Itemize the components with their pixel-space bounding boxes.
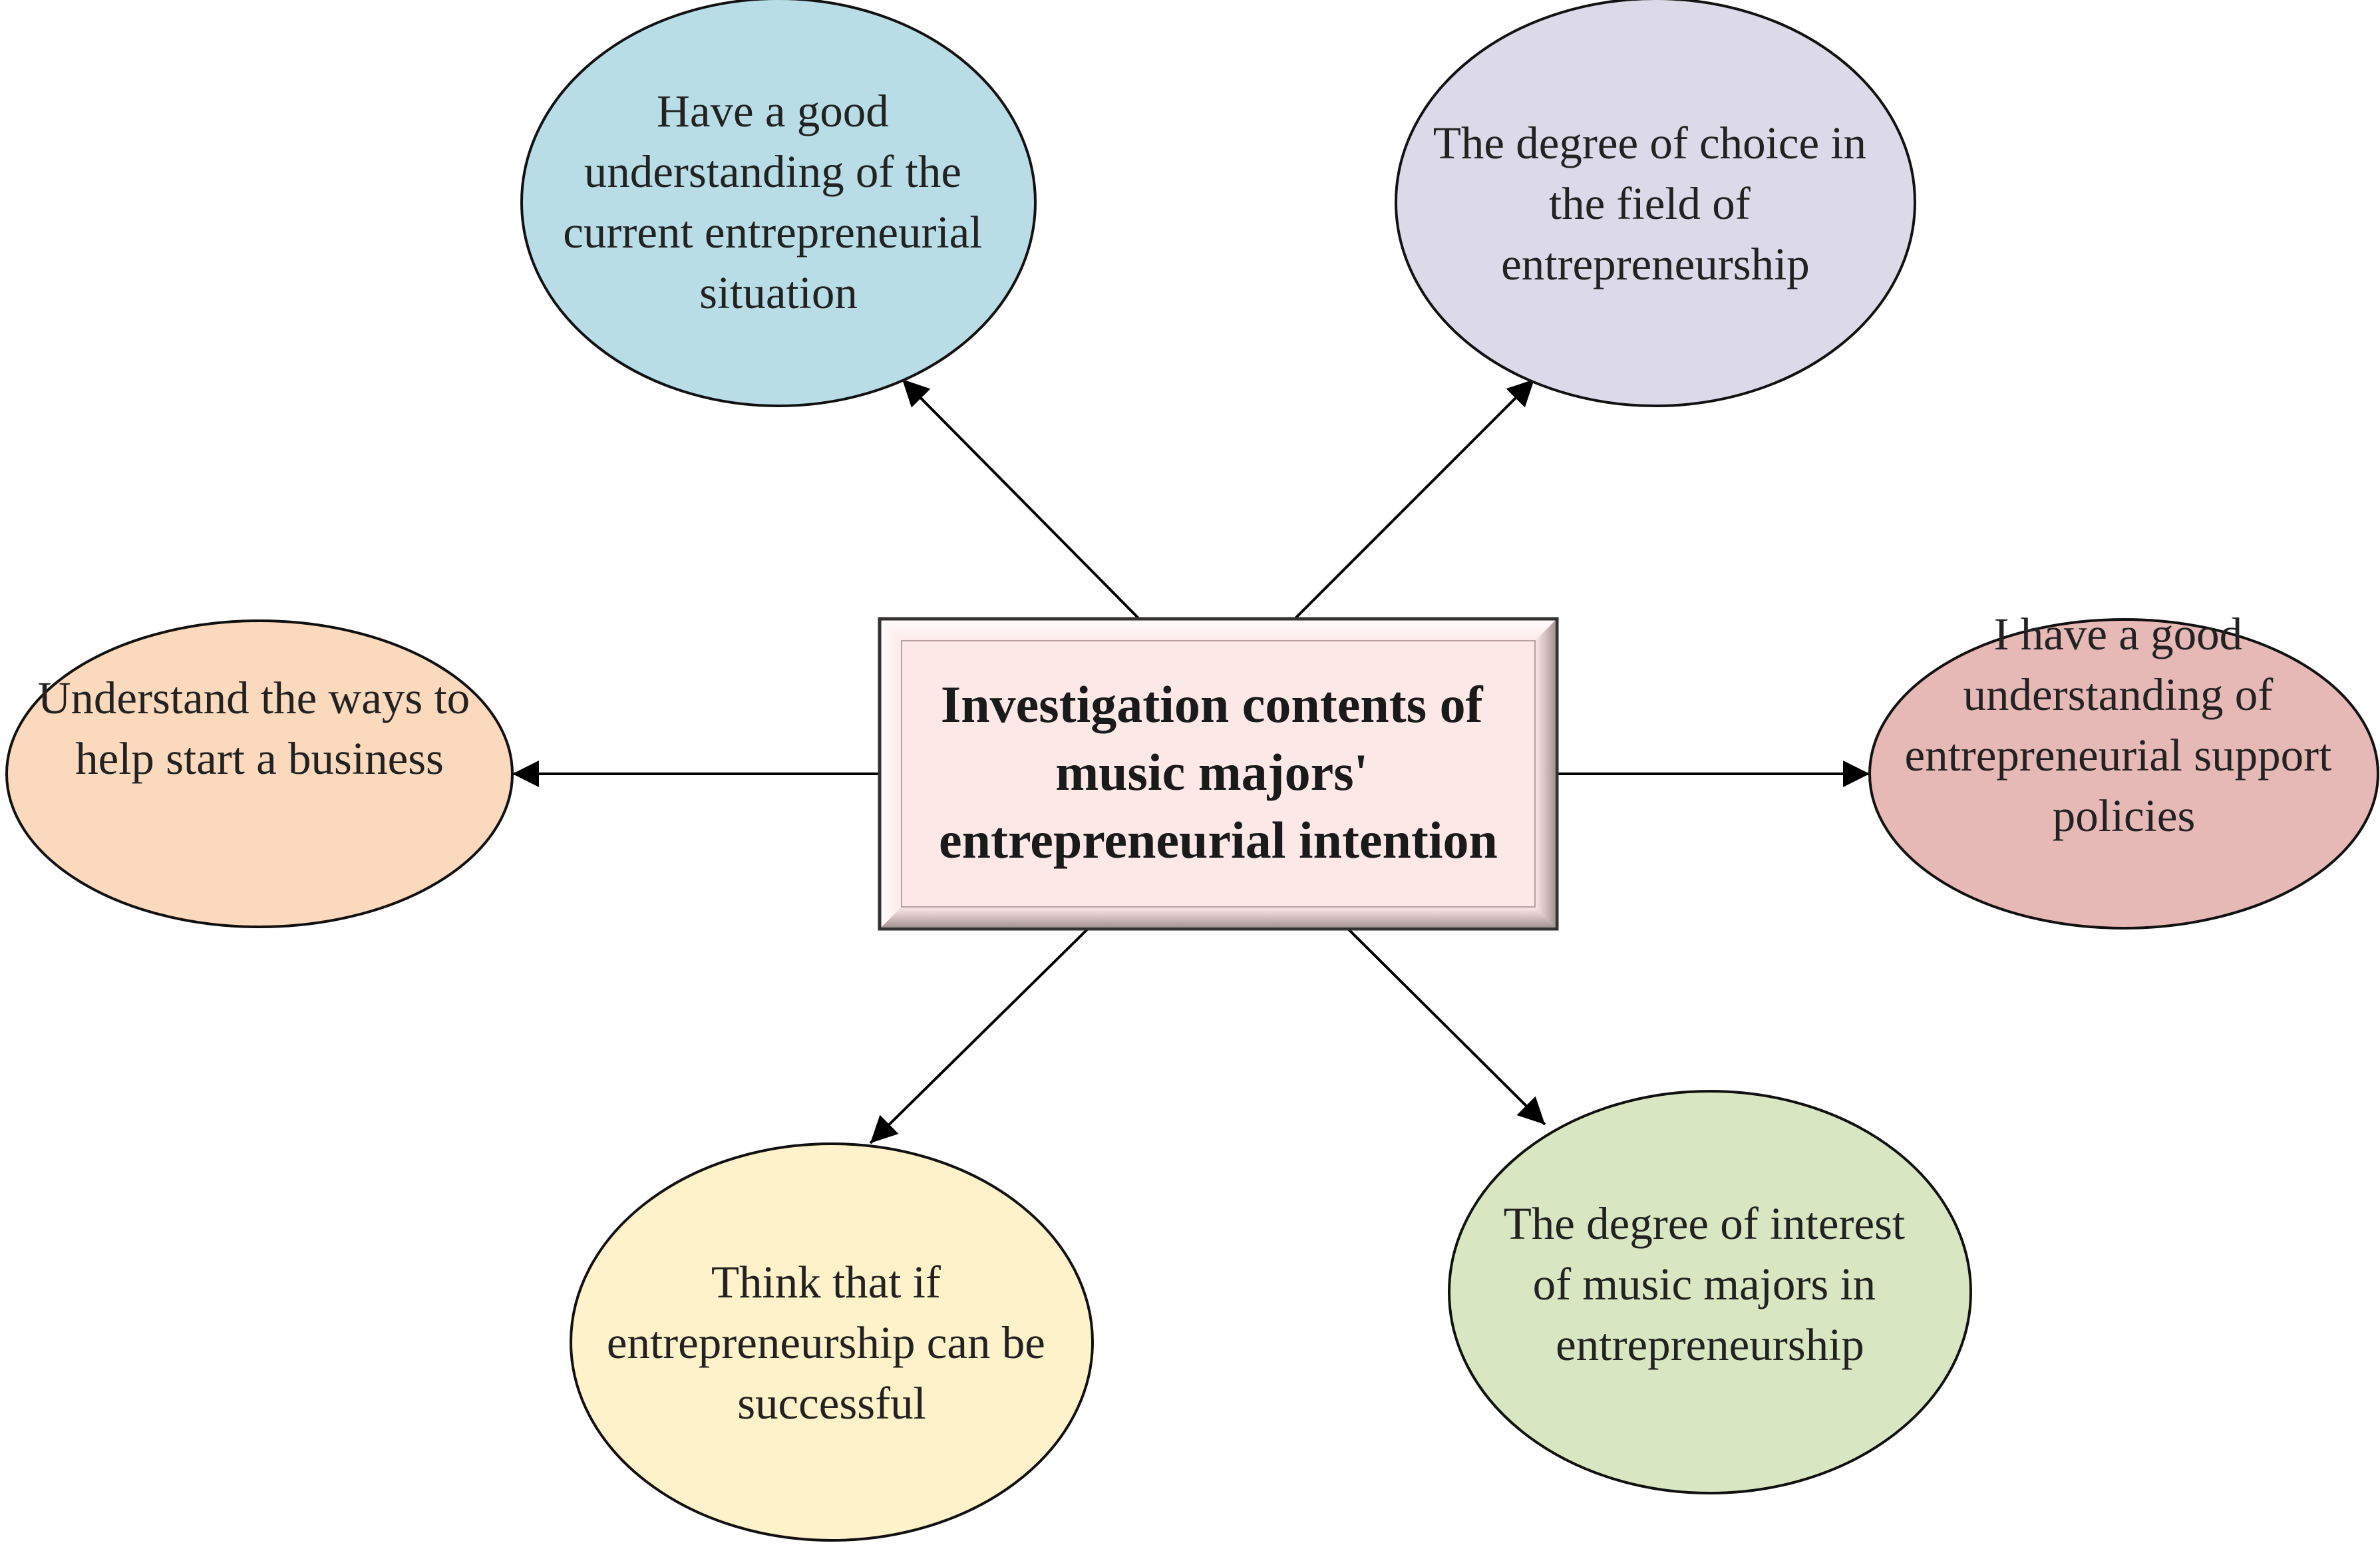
- center-bevel-left: [882, 621, 902, 927]
- node-line: Think that if: [711, 1257, 941, 1307]
- node-line: of music majors in: [1533, 1259, 1876, 1309]
- center-box: Investigation contents of music majors' …: [878, 617, 1559, 931]
- center-title-line: music majors': [1055, 743, 1368, 801]
- node-field-choice: The degree of choice in the field of ent…: [1395, 0, 1916, 407]
- node-line: policies: [2053, 790, 2196, 841]
- center-box-outer: [878, 617, 1559, 931]
- node-line: current entrepreneurial: [563, 207, 982, 258]
- node-line: entrepreneurial support: [1904, 730, 2331, 780]
- center-bevel-right: [1535, 621, 1555, 927]
- arrow-to-interest-degree: [1347, 928, 1546, 1126]
- node-line: Understand the ways to: [38, 673, 470, 723]
- node-label: Think that if entrepreneurship can be su…: [607, 1257, 1057, 1429]
- node-interest-degree: The degree of interest of music majors i…: [1448, 1090, 1972, 1494]
- node-line: Have a good: [657, 86, 889, 136]
- center-bevel-top: [882, 621, 1555, 641]
- node-help-ways: Understand the ways to help start a busi…: [5, 619, 514, 928]
- node-support-policies: I have a good understanding of entrepren…: [1868, 609, 2379, 930]
- center-title: Investigation contents of music majors' …: [939, 675, 1498, 869]
- connector-arrows: [512, 378, 1870, 1144]
- node-line: understanding of: [1963, 669, 2274, 720]
- node-label: The degree of interest of music majors i…: [1504, 1198, 1917, 1370]
- ellipse-support-policies: [1868, 618, 2379, 930]
- ellipse-current-situation: [520, 0, 1037, 407]
- node-label: The degree of choice in the field of ent…: [1433, 118, 1878, 289]
- node-line: I have a good: [1994, 609, 2243, 659]
- node-line: situation: [699, 267, 858, 318]
- node-line: The degree of choice in: [1433, 118, 1866, 168]
- center-bevel-bottom: [882, 907, 1555, 927]
- ellipse-help-ways: [5, 619, 514, 928]
- node-line: entrepreneurship can be: [607, 1317, 1045, 1368]
- ellipse-interest-degree: [1448, 1090, 1972, 1494]
- node-line: successful: [737, 1378, 926, 1429]
- node-line: help start a business: [75, 733, 444, 784]
- node-current-situation: Have a good understanding of the current…: [520, 0, 1037, 407]
- node-line: the field of: [1549, 178, 1751, 229]
- node-line: The degree of interest: [1504, 1198, 1905, 1249]
- node-label: Understand the ways to help start a busi…: [38, 673, 482, 784]
- node-line: understanding of the: [584, 146, 961, 197]
- arrow-to-field-choice: [1293, 378, 1536, 620]
- node-success-belief: Think that if entrepreneurship can be su…: [570, 1142, 1094, 1542]
- center-box-inner: [901, 640, 1536, 908]
- ellipse-success-belief: [570, 1142, 1094, 1542]
- node-label: I have a good understanding of entrepren…: [1904, 609, 2343, 841]
- node-line: entrepreneurship: [1556, 1319, 1864, 1370]
- node-label: Have a good understanding of the current…: [563, 86, 993, 318]
- center-title-line: Investigation contents of: [941, 675, 1484, 733]
- arrow-to-success-belief: [869, 928, 1089, 1144]
- ellipse-field-choice: [1395, 0, 1916, 407]
- node-line: entrepreneurship: [1501, 239, 1810, 289]
- center-title-line: entrepreneurial intention: [939, 811, 1498, 869]
- arrow-to-current-situation: [901, 378, 1140, 620]
